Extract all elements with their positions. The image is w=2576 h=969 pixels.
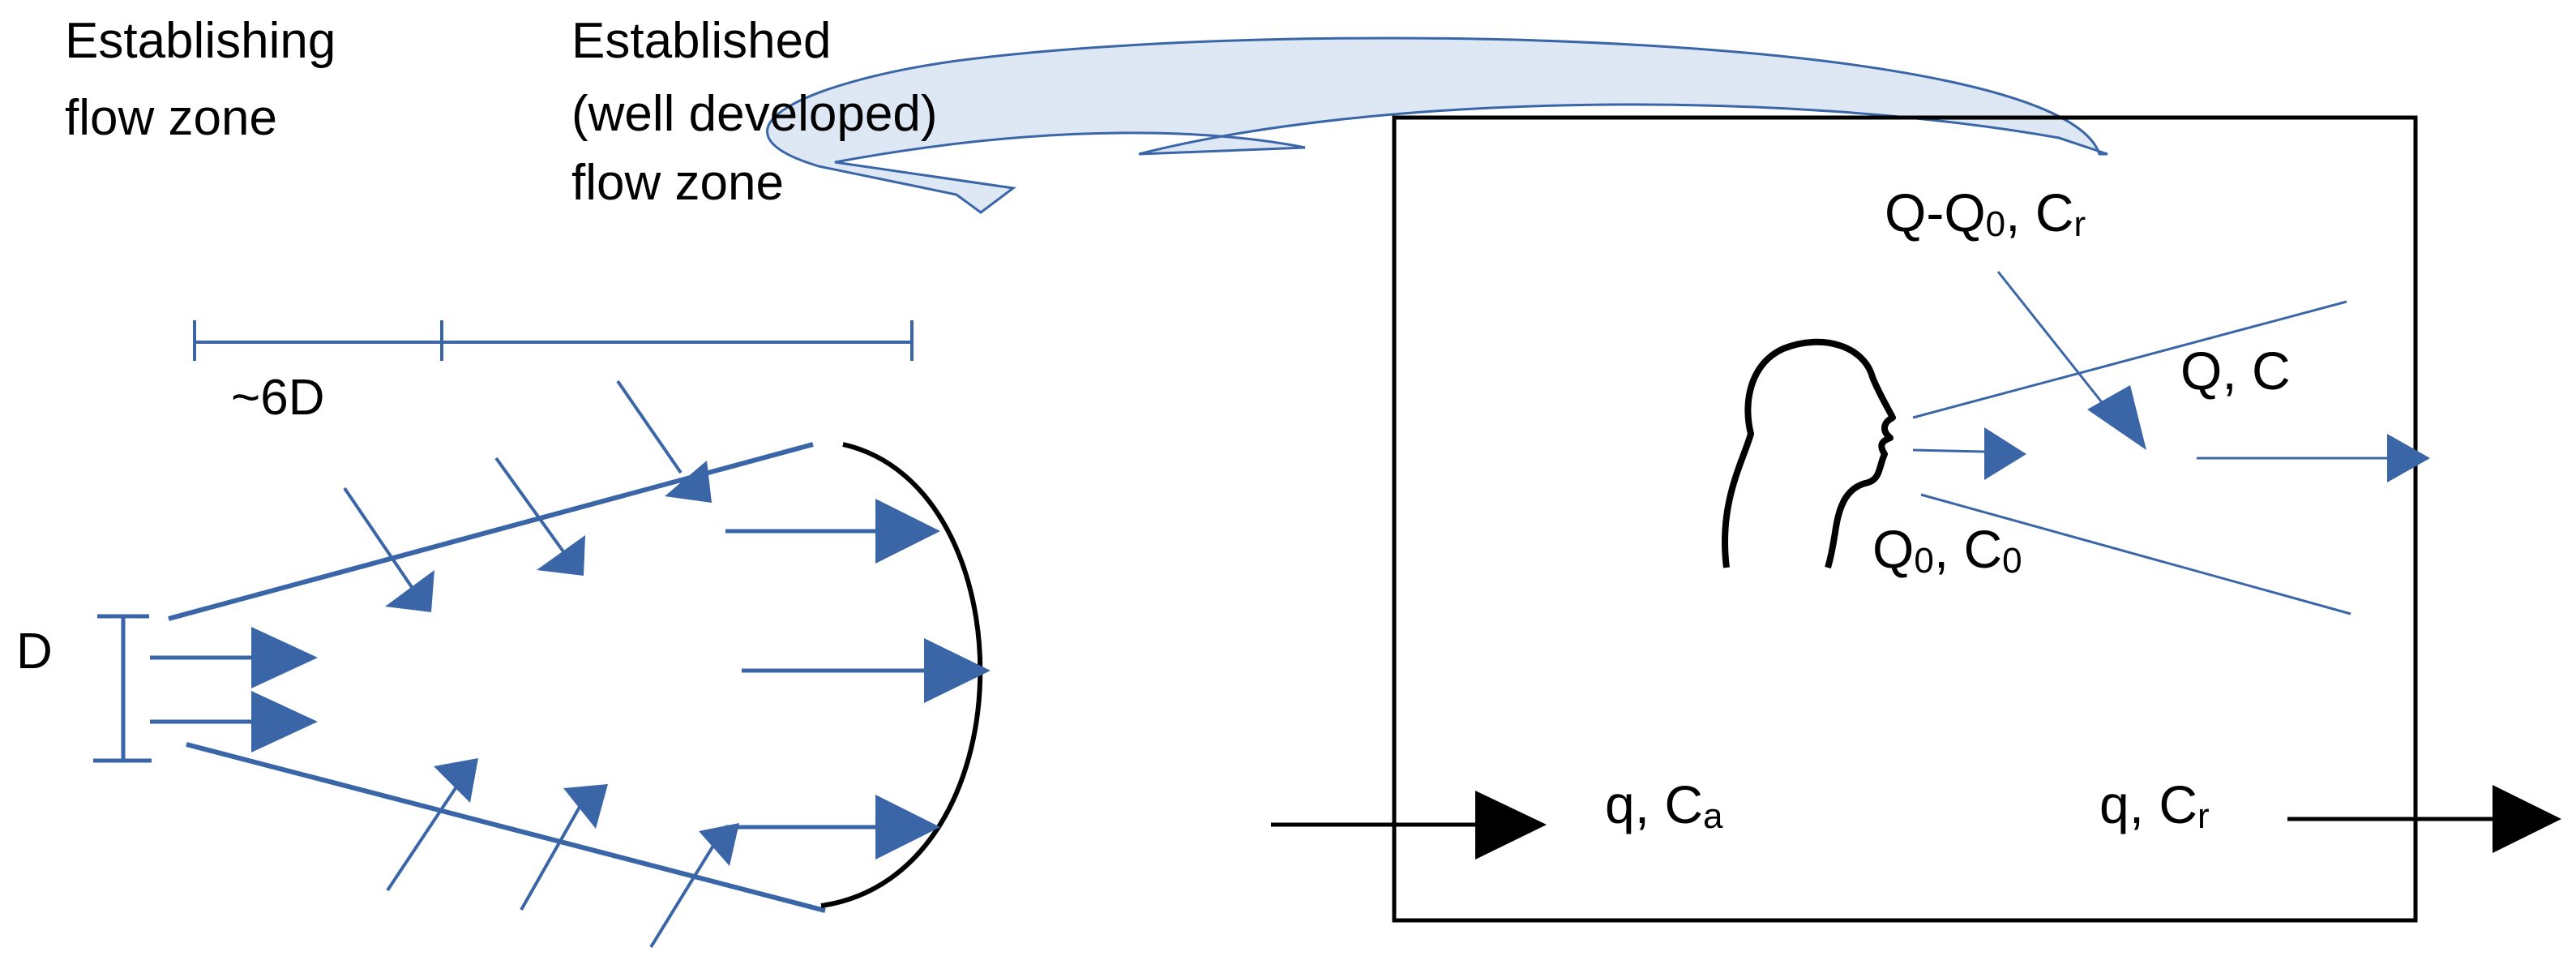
jet-flow-arrows bbox=[725, 529, 928, 830]
jet-front-arc bbox=[820, 442, 983, 908]
establishing-zone-label-line1: Establishing bbox=[65, 13, 336, 69]
scale-label: ~6D bbox=[231, 370, 325, 426]
source-flow-label: Q0, C0 bbox=[1872, 519, 2022, 581]
inflow-arrowhead bbox=[1475, 791, 1547, 860]
room-entrainment-arrow bbox=[1996, 271, 2119, 422]
established-zone-label-line2: (well developed) bbox=[571, 86, 938, 142]
exhaled-flow-label: Q-Q0, Cr bbox=[1885, 182, 2086, 244]
outflow-arrowhead bbox=[2493, 785, 2561, 853]
jet-flow-arrowheads bbox=[875, 499, 991, 860]
inflow-label: q, Ca bbox=[1605, 774, 1723, 836]
room-box bbox=[1392, 115, 2418, 923]
exhaled-arrowhead bbox=[1984, 427, 2026, 480]
entrainment-arrowheads-top bbox=[385, 461, 712, 612]
diameter-label: D bbox=[16, 624, 53, 680]
room-entrainment-arrowhead bbox=[2087, 385, 2146, 450]
outflow-label: q, Cr bbox=[2099, 774, 2210, 836]
established-zone-label-line1: Established bbox=[571, 13, 832, 69]
entrainment-arrowheads-bottom bbox=[434, 758, 739, 866]
established-zone-label-line3: flow zone bbox=[571, 155, 784, 211]
length-scale-bar bbox=[193, 320, 914, 361]
person-head bbox=[1721, 338, 1896, 569]
exhaled-arrow bbox=[1912, 448, 1985, 453]
mixed-flow-label: Q, C bbox=[2180, 341, 2291, 401]
diameter-bar bbox=[93, 614, 152, 763]
exhaled-plume bbox=[1912, 300, 2351, 615]
callout-arrow bbox=[766, 36, 2108, 214]
nozzle-arrows bbox=[150, 655, 251, 724]
entrainment-arrows-top bbox=[343, 379, 683, 591]
mixed-flow-arrowhead bbox=[2387, 434, 2430, 482]
entrainment-arrows-bottom bbox=[386, 779, 717, 949]
nozzle-arrowheads bbox=[251, 627, 318, 752]
establishing-zone-label-line2: flow zone bbox=[65, 90, 277, 146]
